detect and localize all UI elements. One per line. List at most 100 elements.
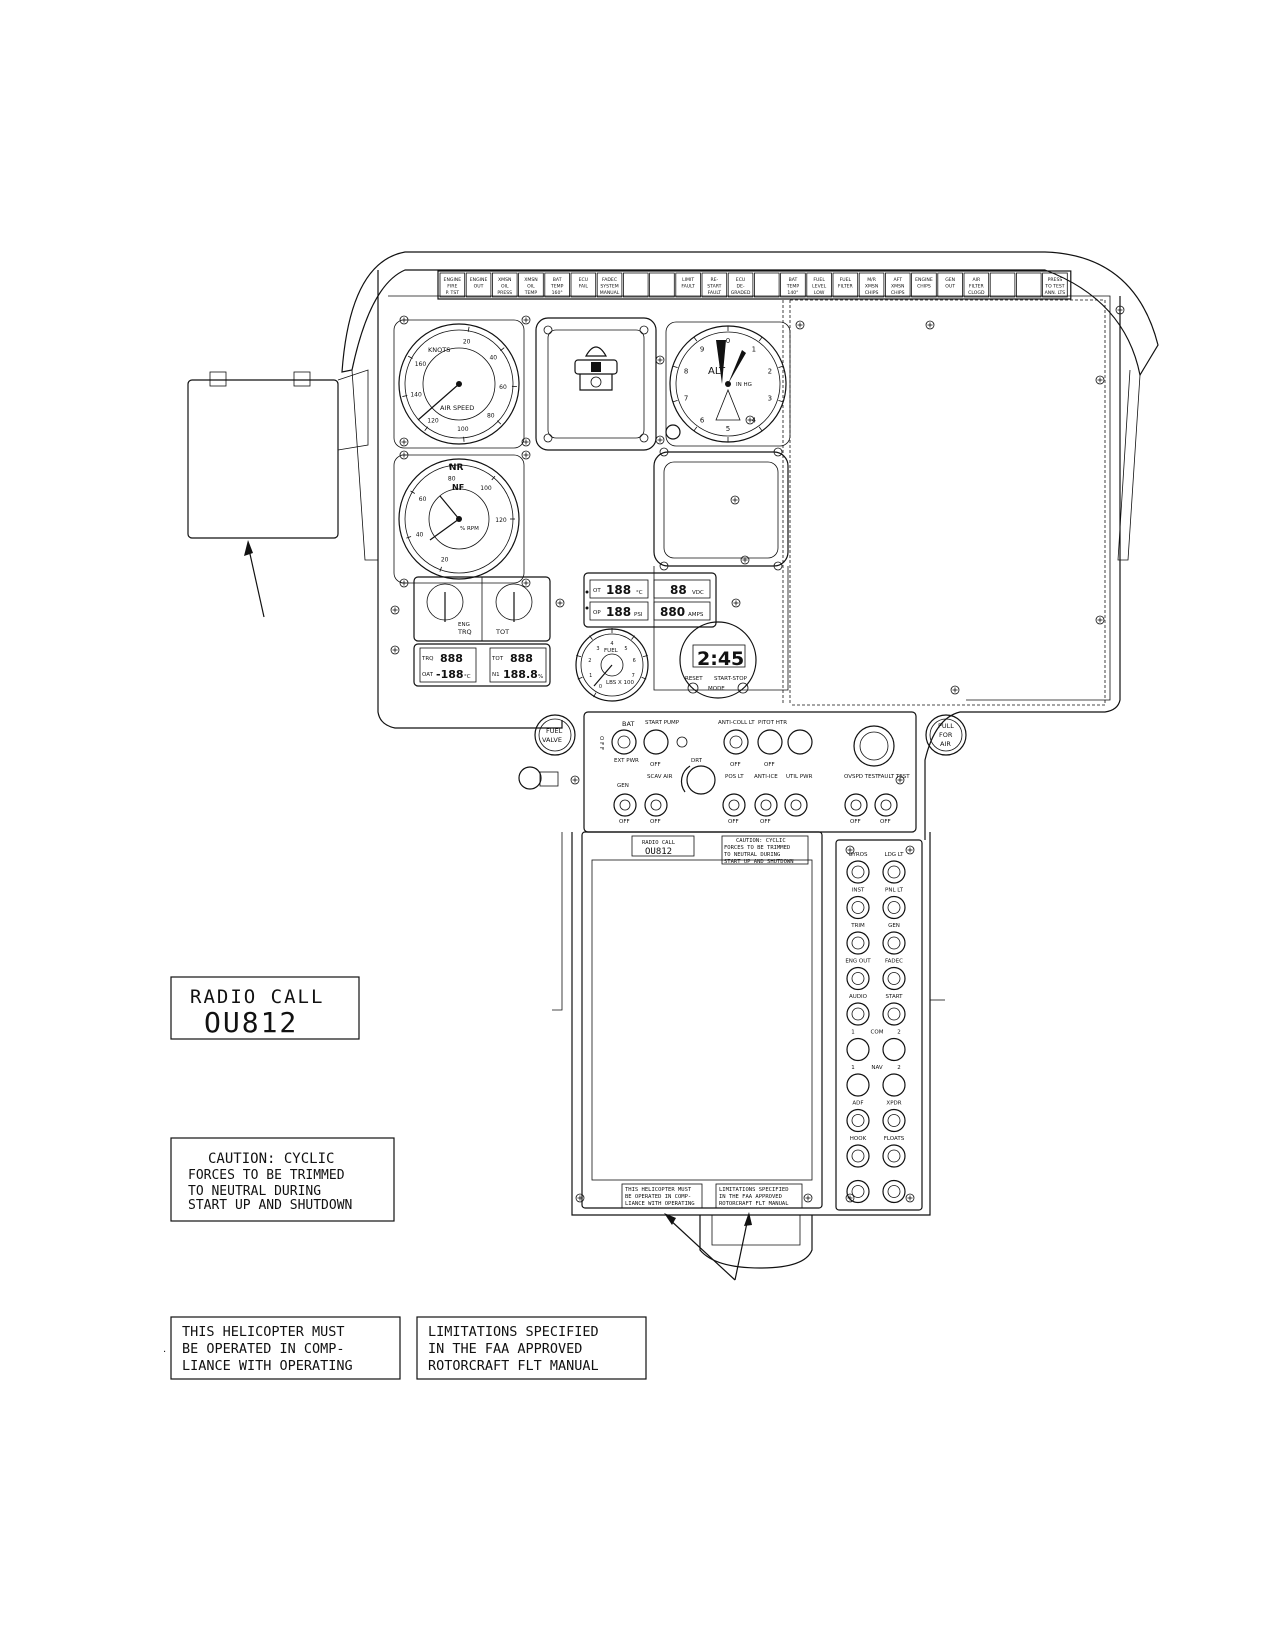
circuit-breaker[interactable] xyxy=(846,1144,870,1168)
circuit-breaker[interactable] xyxy=(846,895,870,920)
console-caution-placard: CAUTION: CYCLIC FORCES TO BE TRIMMED TO … xyxy=(721,835,809,865)
fuel-valve-knob[interactable]: FUEL VALVE xyxy=(534,714,576,756)
caution-line-1: CAUTION: CYCLIC xyxy=(208,1151,334,1167)
pos-lt-label: POS LT xyxy=(725,774,744,780)
circuit-breaker[interactable] xyxy=(846,1073,870,1097)
circuit-breaker[interactable] xyxy=(882,1144,906,1168)
ovspd-test-switch[interactable] xyxy=(844,793,868,817)
circuit-breaker[interactable] xyxy=(846,931,870,955)
console-helicopter-placard: THIS HELICOPTER MUST BE OPERATED IN COMP… xyxy=(621,1183,703,1209)
anti-coll-label: ANTI-COLL LT xyxy=(718,720,755,726)
annunciator-label: ENGINE xyxy=(915,277,933,283)
screw xyxy=(905,1193,915,1203)
annunciator-label: ECU xyxy=(579,277,588,283)
clock-start-stop-button[interactable] xyxy=(737,682,749,694)
clock-time: 2:45 xyxy=(697,648,744,670)
anti-ice-switch[interactable] xyxy=(754,793,778,817)
lim-line-2: IN THE FAA APPROVED xyxy=(428,1341,582,1357)
clock-reset-button[interactable] xyxy=(687,682,699,694)
pull-air-line1: PULL xyxy=(938,722,954,730)
util-pwr-label: UTIL PWR xyxy=(786,774,813,780)
breaker-label: NAV xyxy=(871,1065,883,1071)
annunciator-label: M/R xyxy=(867,277,877,283)
tot-display-label: TOT xyxy=(491,656,504,662)
friction-knob[interactable] xyxy=(518,766,559,790)
circuit-breaker[interactable] xyxy=(882,966,906,991)
circuit-breaker[interactable] xyxy=(846,1037,870,1062)
util-pwr-switch[interactable] xyxy=(784,793,808,817)
spare-button[interactable] xyxy=(787,729,813,755)
screw xyxy=(730,495,740,505)
screw xyxy=(745,415,755,425)
dial-tick-label: 0 xyxy=(726,337,730,345)
breaker-label: START xyxy=(886,994,904,1000)
annunciator-label: FUEL xyxy=(840,277,852,283)
circuit-breaker[interactable] xyxy=(882,1108,906,1133)
breaker-label: HOOK xyxy=(850,1136,867,1142)
annunciator-label: BAT xyxy=(553,277,562,283)
annunciator-label: FILTER xyxy=(838,284,854,290)
off-label: OFF xyxy=(650,762,661,768)
breaker-label: INST xyxy=(852,888,865,894)
screw xyxy=(390,645,400,655)
bat-switch[interactable] xyxy=(611,729,637,755)
indicator-lamp xyxy=(676,736,688,748)
pos-lt-switch[interactable] xyxy=(722,793,746,817)
pitot-htr-label: PITOT HTR xyxy=(758,720,787,726)
pull-for-air-knob[interactable]: PULL FOR AIR xyxy=(925,714,967,756)
amp-digits: 880 xyxy=(660,605,685,619)
circuit-breaker[interactable] xyxy=(882,1002,906,1026)
ot-digits: 188 xyxy=(606,583,631,597)
annunciator-label: GRADED xyxy=(731,290,751,296)
dial-tick-label: 140 xyxy=(410,392,422,399)
circuit-breaker[interactable] xyxy=(846,966,870,991)
drt-selector[interactable] xyxy=(680,765,716,795)
circuit-breaker[interactable] xyxy=(882,1073,906,1097)
annunciator-label: XMSN xyxy=(891,284,904,290)
screw xyxy=(731,598,741,608)
circuit-breaker[interactable] xyxy=(882,895,906,920)
circuit-breaker[interactable] xyxy=(882,860,906,884)
circuit-breaker[interactable] xyxy=(846,1002,870,1026)
n1-display-label: N1 xyxy=(492,672,500,678)
circuit-breaker[interactable] xyxy=(846,1179,870,1204)
circuit-breaker[interactable] xyxy=(846,860,870,884)
annunciator-label: FAIL xyxy=(579,284,589,290)
start-pump-button[interactable] xyxy=(643,729,669,755)
dial-tick-label: 3 xyxy=(596,646,599,652)
annunciator-label: ANN. LTS xyxy=(1045,290,1066,296)
screw xyxy=(575,1193,585,1203)
off-label: OFF xyxy=(880,819,891,825)
circuit-breaker[interactable] xyxy=(882,931,906,955)
fault-test-switch[interactable] xyxy=(874,793,898,817)
circuit-breaker[interactable] xyxy=(882,1179,906,1204)
dial-tick-label: 160 xyxy=(415,361,427,368)
scav-air-switch[interactable] xyxy=(644,793,668,817)
annunciator-label: TO TEST xyxy=(1044,284,1065,290)
radio-call-placard: RADIO CALL OU812 xyxy=(170,976,360,1040)
circuit-breaker[interactable] xyxy=(846,1108,870,1133)
pitot-htr-switch[interactable] xyxy=(757,729,783,755)
circuit-breaker[interactable] xyxy=(882,1037,906,1062)
heli-line-3: LIANCE WITH OPERATING xyxy=(182,1358,353,1374)
ovspd-knob[interactable] xyxy=(853,725,895,767)
digital-engine-display: OT 188 °C OP 188 PSI 88 VDC 880 AMPS xyxy=(583,572,717,628)
rotor-nr: NR xyxy=(449,463,464,473)
helicopter-placard: THIS HELICOPTER MUST BE OPERATED IN COMP… xyxy=(170,1316,401,1380)
annunciator-label: GEN xyxy=(945,277,955,283)
fuel-gauge-sub: LBS X 100 xyxy=(606,680,634,686)
gen-switch[interactable] xyxy=(613,793,637,817)
annunciator-label: 140° xyxy=(787,290,798,296)
dial-tick-label: 5 xyxy=(726,425,730,433)
anti-coll-switch[interactable] xyxy=(723,729,749,755)
